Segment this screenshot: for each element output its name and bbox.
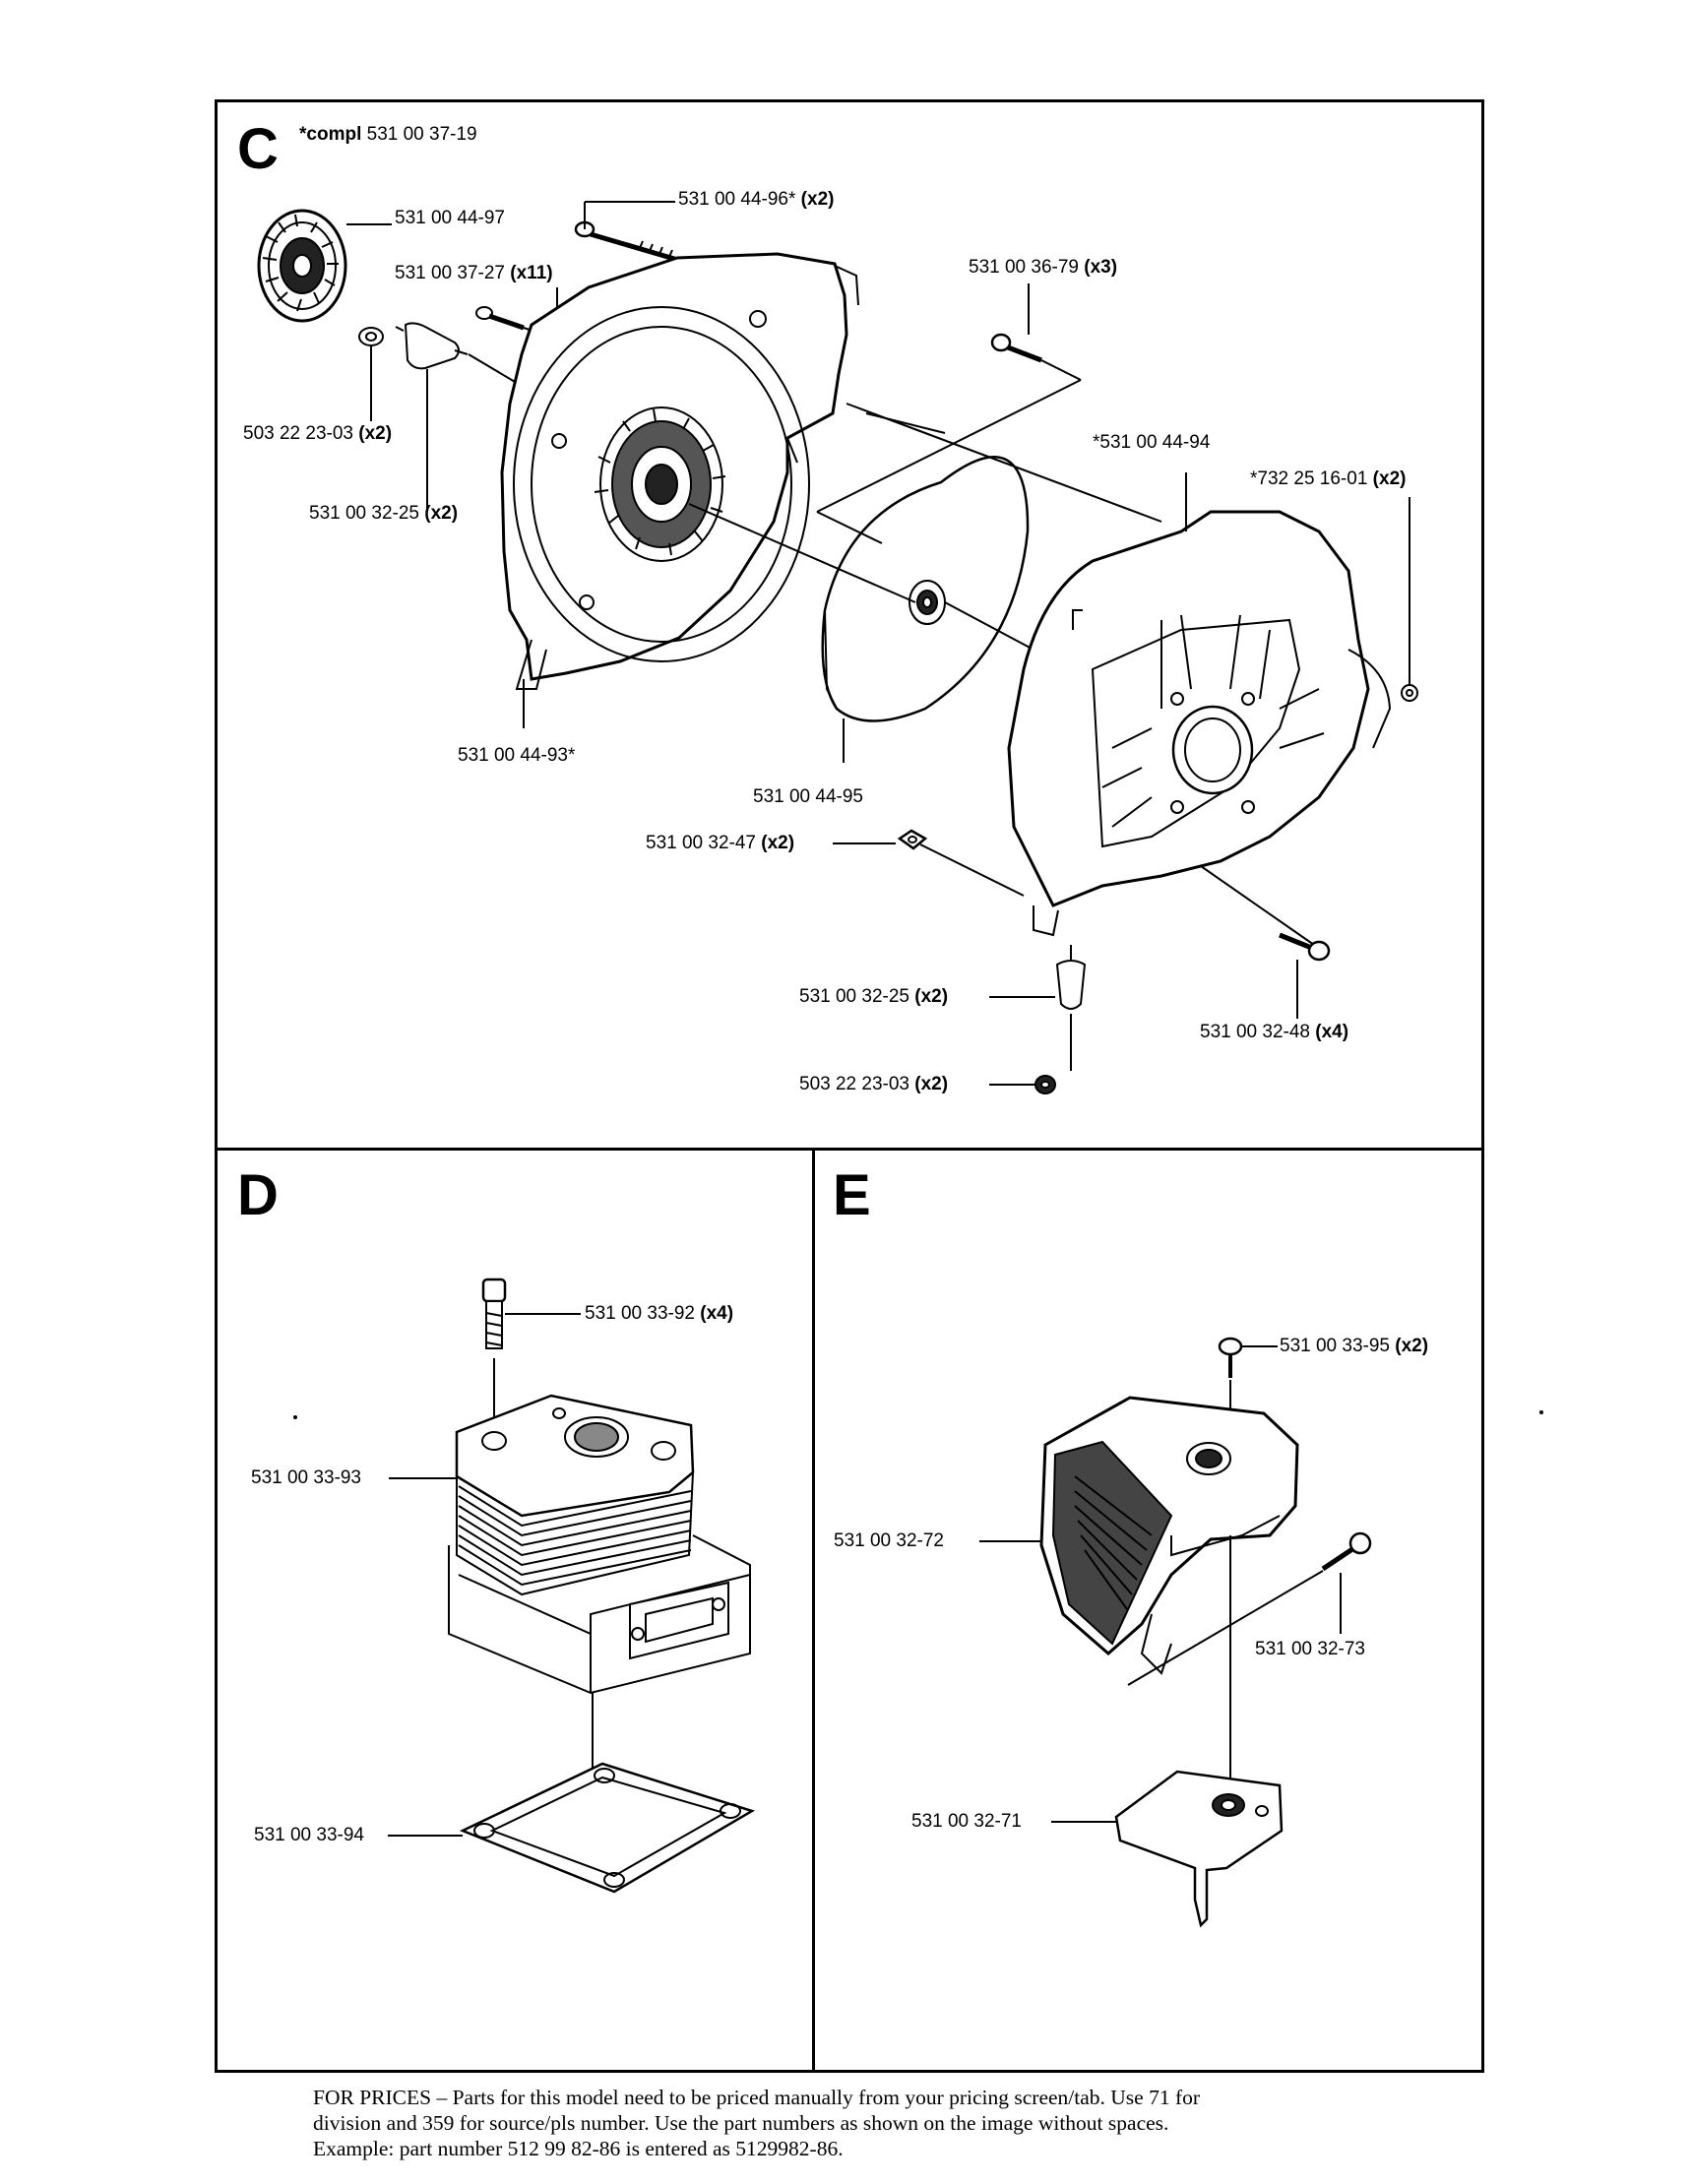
label-screw-11: 531 00 37-27 (x11) — [395, 264, 553, 282]
label-damper-top: 531 00 32-25 (x2) — [309, 504, 458, 523]
screw-11-part — [475, 306, 525, 331]
fan-grille-part — [257, 209, 347, 323]
label-cover-screw-qty: (x2) — [1395, 1336, 1429, 1356]
label-screw-rear: *732 25 16-01 (x2) — [1250, 469, 1406, 488]
label-damper-top-qty: (x2) — [424, 503, 459, 524]
label-cover-side-screw: 531 00 32-73 — [1255, 1639, 1365, 1659]
label-screw-rear-qty: (x2) — [1372, 468, 1407, 489]
label-nut-bottom-number: 503 22 23-03 — [799, 1074, 909, 1094]
rear-fan-housing-part — [1007, 510, 1392, 937]
section-e-letter: E — [833, 1163, 871, 1227]
label-cylinder-screw: 531 00 33-92 (x4) — [585, 1304, 733, 1323]
damper-bottom-part — [1055, 945, 1087, 1071]
label-cylinder: 531 00 33-93 — [251, 1467, 361, 1488]
label-screw-11-qty: (x11) — [510, 263, 553, 283]
label-muffler-cover: 531 00 32-72 — [834, 1530, 944, 1551]
section-e-frame — [812, 1148, 1484, 2073]
bracket-part — [1114, 1770, 1284, 1928]
muffler-cover-part — [1039, 1396, 1299, 1675]
cylinder-part — [448, 1394, 751, 1695]
label-screw-11-number: 531 00 37-27 — [395, 263, 505, 283]
label-gasket: 531 00 33-94 — [254, 1825, 364, 1845]
nut-top-part — [358, 327, 384, 346]
label-screw-rear-number: *732 25 16-01 — [1250, 468, 1368, 489]
cover-screw-part — [1218, 1337, 1243, 1378]
pricing-note-line-3: Example: part number 512 99 82-86 is ent… — [313, 2137, 844, 2160]
label-screw-3-number: 531 00 36-79 — [969, 257, 1079, 278]
section-c-letter: C — [237, 117, 279, 181]
pricing-note: FOR PRICES – Parts for this model need t… — [313, 2085, 1445, 2161]
label-damper-bottom-qty: (x2) — [914, 986, 949, 1007]
gasket-part — [459, 1762, 756, 1894]
nut-bottom-part — [1034, 1075, 1056, 1094]
label-square-nut-number: 531 00 32-47 — [646, 833, 756, 853]
screw-3-part — [990, 333, 1042, 363]
label-bracket: 531 00 32-71 — [911, 1811, 1022, 1832]
pricing-note-line-2: division and 359 for source/pls number. … — [313, 2111, 1169, 2135]
label-screw-3-qty: (x3) — [1084, 257, 1118, 278]
label-screw-3: 531 00 36-79 (x3) — [969, 258, 1117, 277]
label-nut-bottom: 503 22 23-03 (x2) — [799, 1075, 948, 1093]
label-long-screw-number: 531 00 44-96* — [678, 189, 796, 210]
damper-top-part — [395, 322, 469, 370]
label-nut-top-qty: (x2) — [358, 423, 393, 444]
cover-side-screw-part — [1321, 1531, 1372, 1572]
label-square-nut: 531 00 32-47 (x2) — [646, 834, 794, 852]
screw-4-part — [1200, 865, 1331, 962]
label-nut-top: 503 22 23-03 (x2) — [243, 424, 392, 443]
long-screw-part — [574, 220, 682, 264]
impeller-part — [821, 455, 1030, 722]
label-cylinder-screw-number: 531 00 33-92 — [585, 1303, 695, 1324]
label-front-housing: 531 00 44-93* — [458, 745, 576, 766]
section-d-letter: D — [237, 1163, 279, 1227]
compl-label: *compl 531 00 37-19 — [299, 125, 477, 144]
label-nut-top-number: 503 22 23-03 — [243, 423, 353, 444]
label-damper-bottom-number: 531 00 32-25 — [799, 986, 909, 1007]
label-cover-screw: 531 00 33-95 (x2) — [1280, 1337, 1428, 1355]
label-long-screw: 531 00 44-96* (x2) — [678, 190, 834, 209]
screw-rear-part — [1401, 684, 1418, 702]
compl-number-text: 531 00 37-19 — [366, 124, 477, 145]
label-damper-top-number: 531 00 32-25 — [309, 503, 419, 524]
label-screw-4-qty: (x4) — [1315, 1022, 1349, 1042]
label-cylinder-screw-qty: (x4) — [700, 1303, 734, 1324]
label-damper-bottom: 531 00 32-25 (x2) — [799, 987, 948, 1006]
label-impeller: 531 00 44-95 — [753, 786, 863, 807]
front-fan-housing-part — [500, 252, 859, 690]
pricing-note-line-1: FOR PRICES – Parts for this model need t… — [313, 2086, 1201, 2109]
square-nut-part — [897, 829, 928, 850]
label-square-nut-qty: (x2) — [761, 833, 795, 853]
label-screw-4-number: 531 00 32-48 — [1200, 1022, 1310, 1042]
label-rear-housing: *531 00 44-94 — [1093, 432, 1211, 453]
label-long-screw-qty: (x2) — [800, 189, 835, 210]
label-cover-screw-number: 531 00 33-95 — [1280, 1336, 1390, 1356]
compl-prefix: *compl — [299, 124, 362, 145]
label-fan-grille: 531 00 44-97 — [395, 208, 505, 228]
cylinder-screw-part — [481, 1278, 507, 1349]
label-nut-bottom-qty: (x2) — [914, 1074, 949, 1094]
label-screw-4: 531 00 32-48 (x4) — [1200, 1023, 1348, 1041]
